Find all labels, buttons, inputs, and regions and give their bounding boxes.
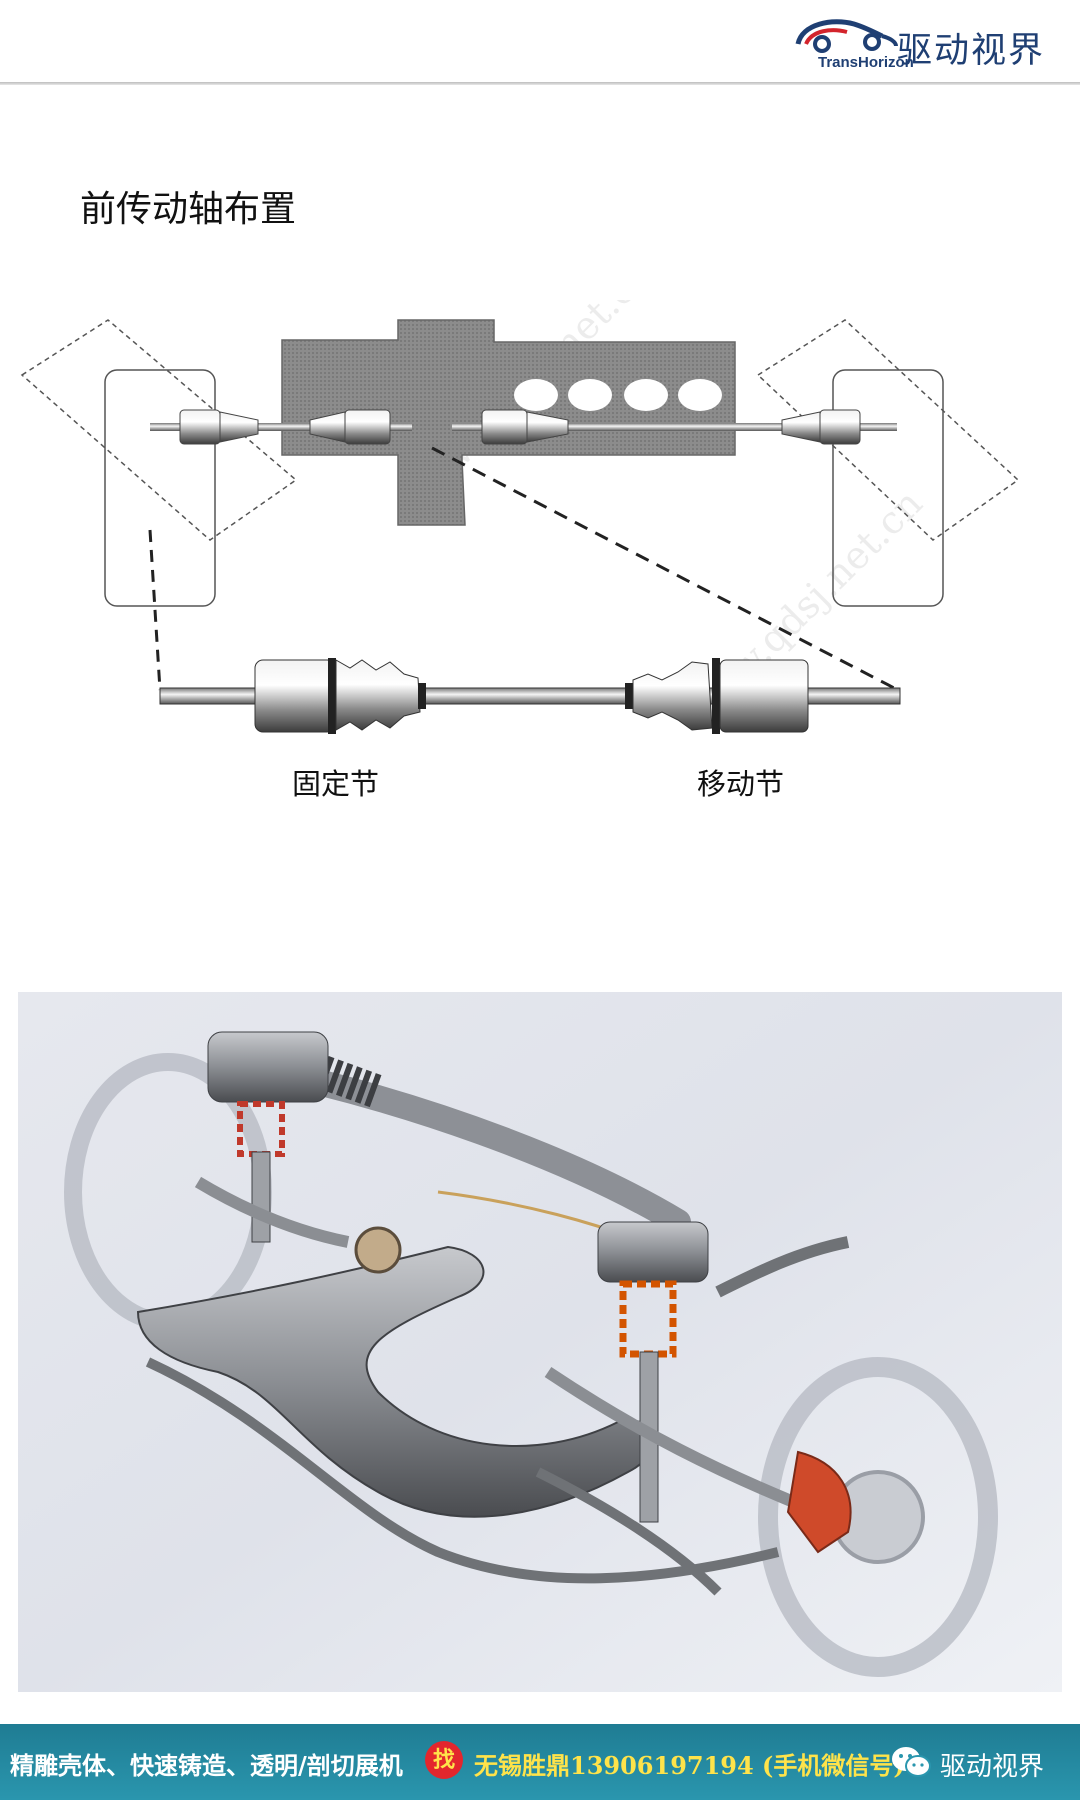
brand-logo[interactable]: TransHorizon 驱动视界 [792,14,1052,74]
cylinder-1 [514,379,558,411]
right-outer-joint [819,409,861,445]
footer-promo: 精雕壳体、快速铸造、透明/剖切展机 [10,1751,403,1780]
header-divider [0,82,1080,85]
cylinder-2 [568,379,612,411]
footer-brand: 驱动视界 [940,1752,1045,1782]
diff-flange [354,1226,402,1274]
logo-subtitle: TransHorizon [818,54,914,71]
left-outer-boot [219,411,259,443]
left-outer-joint [179,409,221,445]
cylinder-3 [624,379,668,411]
right-wheel [832,369,944,607]
fixed-joint-boot [335,659,421,731]
moving-joint-clamp [625,683,633,709]
wechat-icon[interactable] [890,1744,932,1780]
footer-contact[interactable]: 无锡胜鼎13906197194 (手机微信号) [474,1751,905,1780]
callout-line-right [431,446,899,692]
subframe [136,1245,655,1518]
drive-shaft-diagram: www.qdsj.net.cn www.qdsj.net.cn [0,251,1080,960]
logo-name: 驱动视界 [897,31,1046,71]
moving-joint-label: 移动节 [697,767,784,801]
right-half-shaft [452,423,897,431]
left-strut-mount [207,1031,329,1103]
right-inner-boot [526,411,569,443]
front-suspension-illustration [18,992,1062,1692]
page-title: 前传动轴布置 [80,189,297,230]
find-badge: 找 [425,1741,463,1779]
header: TransHorizon 驱动视界 [0,0,1080,84]
right-outer-boot [781,411,821,443]
left-wheel [104,369,216,607]
left-strut [251,1151,271,1243]
right-drive-shaft [544,1367,821,1518]
brake-caliper [786,1450,852,1554]
right-wheel-steered [756,319,1020,541]
left-drive-shaft [194,1176,350,1248]
fixed-joint-ring [328,658,336,734]
car-swirl-icon [795,19,898,53]
steering-rack [305,1069,691,1235]
right-strut-mount [597,1221,709,1283]
moving-joint-body [719,659,809,733]
right-inner-joint [481,409,528,445]
fixed-joint-clamp [418,683,426,709]
callout-line-left [148,529,162,691]
cylinder-4 [678,379,722,411]
right-wheel-ghost [758,1357,998,1677]
moving-joint-ring [712,658,720,734]
left-half-shaft [150,423,412,431]
fixed-joint-label: 固定节 [292,767,379,801]
footer-banner[interactable]: 精雕壳体、快速铸造、透明/剖切展机 找 无锡胜鼎13906197194 (手机微… [0,1724,1080,1800]
moving-joint-boot [632,661,713,731]
left-coil-spring [237,1101,285,1157]
right-lower-link [535,1467,722,1596]
fixed-joint-body [254,659,336,733]
stabilizer-bar [145,1357,780,1584]
left-inner-joint [344,409,391,445]
right-control-arm [715,1236,850,1298]
